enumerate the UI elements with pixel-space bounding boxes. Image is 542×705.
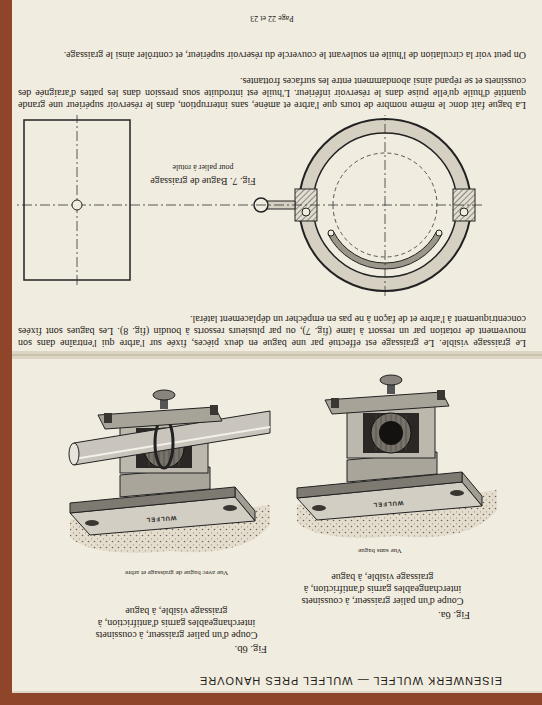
figure-caption: Coupe d'un palier graisseur, à coussinet… xyxy=(79,605,274,641)
bearing-illustration xyxy=(69,390,270,553)
figure-caption: pour palier à rotule xyxy=(134,162,272,172)
body-paragraph: Le graissage visible. Le graissage est e… xyxy=(18,313,526,349)
gutter xyxy=(12,351,542,359)
running-header: EISENWERK WULFEL — WULFEL PRES HANOVRE xyxy=(82,674,502,687)
maker-mark: WULFEL xyxy=(138,513,184,523)
gutter-line xyxy=(12,355,542,356)
body-paragraph: La bague fait donc le même nombre de tou… xyxy=(18,75,526,111)
body-paragraph: On peut voir la circulation de l'huile e… xyxy=(18,49,526,61)
page-number: Page 22 et 23 xyxy=(232,13,312,23)
view-note: Vue avec bague de graissage et arbre xyxy=(79,569,274,577)
paper xyxy=(12,0,542,693)
bearing-illustration xyxy=(297,375,497,538)
figure-number: Fig. 6a. xyxy=(390,608,470,621)
view-note: Vue sans bague xyxy=(310,547,450,555)
figure-caption: Coupe d'un palier graisseur, à coussinet… xyxy=(285,571,480,607)
figure-number: Fig. 7. Bague de graissage xyxy=(134,175,272,187)
figure-number: Fig. 6b. xyxy=(187,642,267,655)
maker-mark: WULFEL xyxy=(365,498,411,508)
oil-ring-drawing xyxy=(14,115,482,296)
page-edge xyxy=(12,692,542,693)
